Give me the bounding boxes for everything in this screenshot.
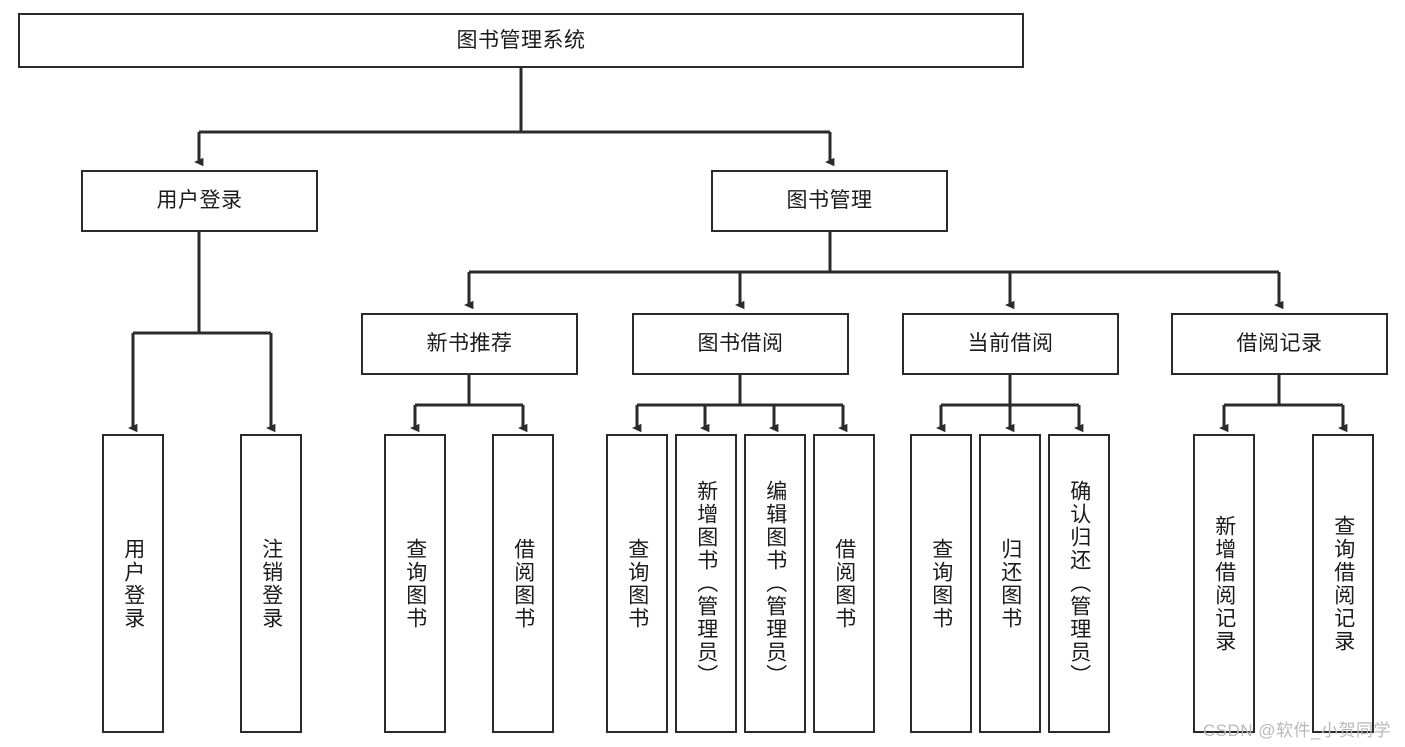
node-book-borrow-label: 图书借阅 <box>697 332 784 356</box>
node-leaf-current-borrow-confirm-label: 确认归还（管理员） <box>1067 480 1091 687</box>
node-leaf-book-borrow-edit[interactable]: 编辑图书（管理员） <box>744 434 806 733</box>
node-leaf-book-borrow-add[interactable]: 新增图书（管理员） <box>675 434 737 733</box>
node-leaf-user-login-logout[interactable]: 注销登录 <box>240 434 302 733</box>
node-book-management[interactable]: 图书管理 <box>711 170 948 232</box>
node-leaf-current-borrow-confirm[interactable]: 确认归还（管理员） <box>1048 434 1110 733</box>
node-new-book-recommend-label: 新书推荐 <box>426 332 513 356</box>
node-leaf-user-login-login[interactable]: 用户登录 <box>102 434 164 733</box>
node-book-management-label: 图书管理 <box>786 189 873 213</box>
node-leaf-current-borrow-query-label: 查询图书 <box>929 537 953 630</box>
node-user-login[interactable]: 用户登录 <box>81 170 318 232</box>
node-leaf-current-borrow-query[interactable]: 查询图书 <box>910 434 972 733</box>
node-leaf-book-borrow-query-label: 查询图书 <box>625 537 649 630</box>
node-new-book-recommend[interactable]: 新书推荐 <box>361 313 578 375</box>
node-leaf-new-book-borrow[interactable]: 借阅图书 <box>492 434 554 733</box>
node-leaf-book-borrow-query[interactable]: 查询图书 <box>606 434 668 733</box>
node-leaf-new-book-query[interactable]: 查询图书 <box>384 434 446 733</box>
node-book-borrow[interactable]: 图书借阅 <box>632 313 849 375</box>
node-current-borrow[interactable]: 当前借阅 <box>902 313 1119 375</box>
node-leaf-borrow-record-add-label: 新增借阅记录 <box>1212 514 1236 653</box>
node-leaf-book-borrow-edit-label: 编辑图书（管理员） <box>763 480 787 687</box>
node-root-book-management-system[interactable]: 图书管理系统 <box>18 13 1024 68</box>
node-user-login-label: 用户登录 <box>156 189 243 213</box>
node-leaf-book-borrow-borrow-label: 借阅图书 <box>832 537 856 630</box>
node-leaf-user-login-login-label: 用户登录 <box>121 537 145 630</box>
node-leaf-book-borrow-add-label: 新增图书（管理员） <box>694 480 718 687</box>
node-leaf-new-book-borrow-label: 借阅图书 <box>511 537 535 630</box>
node-root-label: 图书管理系统 <box>456 28 586 52</box>
node-leaf-book-borrow-borrow[interactable]: 借阅图书 <box>813 434 875 733</box>
node-leaf-new-book-query-label: 查询图书 <box>403 537 427 630</box>
node-leaf-current-borrow-return[interactable]: 归还图书 <box>979 434 1041 733</box>
node-leaf-borrow-record-query-label: 查询借阅记录 <box>1331 514 1355 653</box>
node-borrow-record[interactable]: 借阅记录 <box>1171 313 1388 375</box>
node-borrow-record-label: 借阅记录 <box>1236 332 1323 356</box>
node-current-borrow-label: 当前借阅 <box>967 332 1054 356</box>
node-leaf-current-borrow-return-label: 归还图书 <box>998 537 1022 630</box>
node-leaf-borrow-record-query[interactable]: 查询借阅记录 <box>1312 434 1374 733</box>
node-leaf-user-login-logout-label: 注销登录 <box>259 537 283 630</box>
node-leaf-borrow-record-add[interactable]: 新增借阅记录 <box>1193 434 1255 733</box>
